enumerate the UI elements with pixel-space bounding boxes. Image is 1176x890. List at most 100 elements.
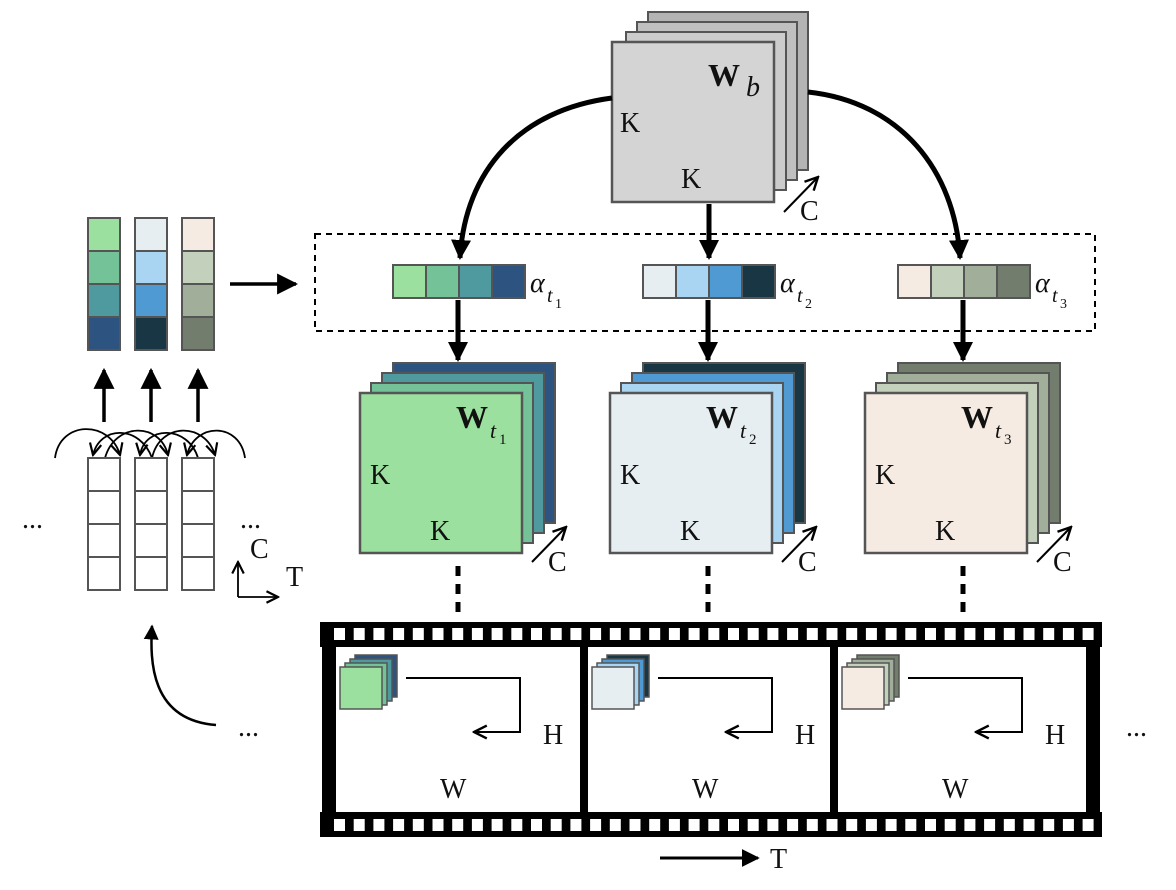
sprocket-hole <box>550 628 562 640</box>
sprocket-hole <box>747 819 759 831</box>
alpha-subscript: t <box>547 285 553 307</box>
sprocket-hole <box>728 628 739 640</box>
alpha-symbol: α <box>530 268 546 299</box>
base-kernel-k-bottom: K <box>681 164 701 195</box>
sprocket-hole <box>885 819 897 831</box>
alpha-cell <box>930 264 965 299</box>
kernel-k-left: K <box>370 460 390 491</box>
film-divider-right <box>1086 647 1100 812</box>
sprocket-hole <box>491 628 503 640</box>
kernel-subscript-index: 1 <box>499 432 507 448</box>
grid-cell <box>181 556 215 591</box>
sprocket-hole <box>491 819 503 831</box>
sprocket-hole <box>747 628 759 640</box>
frame-scan-arrow <box>406 677 521 732</box>
grid-cell <box>134 457 168 492</box>
kernel-c-arrow <box>531 527 566 563</box>
grid-cell <box>134 556 168 591</box>
video-to-grid-arrow <box>143 624 217 727</box>
sprocket-hole <box>471 819 483 831</box>
video-ellipsis-right: ... <box>1126 712 1147 743</box>
sprocket-hole <box>826 819 838 831</box>
alpha-subscript: t <box>797 285 803 307</box>
descriptor-cell <box>181 250 215 285</box>
alpha-subscript-index: 2 <box>805 297 812 312</box>
grid-cell <box>87 523 121 558</box>
base-kernel: W b K K C <box>610 11 819 227</box>
sprocket-hole <box>629 628 641 640</box>
sprocket-hole <box>668 819 680 831</box>
temporal-context-arrows <box>54 428 246 459</box>
alpha-group-box <box>314 233 1096 332</box>
sprocket-hole <box>1082 628 1094 640</box>
descriptor-cell <box>87 316 121 351</box>
sprocket-hole <box>570 819 582 831</box>
sprocket-hole <box>865 819 877 831</box>
alpha-cell <box>458 264 493 299</box>
sprocket-hole <box>393 628 405 640</box>
sprocket-hole <box>964 819 976 831</box>
sprocket-hole <box>885 628 897 640</box>
grid-cell <box>87 490 121 525</box>
sprocket-hole <box>767 628 779 640</box>
axis-c-label: C <box>250 534 269 565</box>
video-frame-2: HW <box>591 654 815 805</box>
kernel-c-arrow <box>1036 527 1071 563</box>
kernel-c-label: C <box>548 547 567 578</box>
sprocket-hole <box>334 819 345 831</box>
video-frame-1: HW <box>339 654 563 805</box>
sprocket-hole <box>806 628 818 640</box>
base-kernel-front <box>610 40 776 204</box>
grid-cell <box>134 490 168 525</box>
descriptor-cell <box>134 250 168 285</box>
film-divider-2 <box>830 647 838 812</box>
sprocket-hole <box>412 628 424 640</box>
grid-cell <box>181 457 215 492</box>
alpha-cell <box>708 264 743 299</box>
descriptor-cell <box>181 217 215 252</box>
alpha-symbol: α <box>780 268 796 299</box>
alpha-subscript-index: 3 <box>1060 297 1067 312</box>
sprocket-hole <box>1003 628 1015 640</box>
base-kernel-c-arrow <box>783 177 818 213</box>
frame-w-label: W <box>440 774 467 805</box>
sprocket-hole <box>806 819 818 831</box>
kernel-c-label: C <box>798 547 817 578</box>
sprocket-hole <box>984 628 996 640</box>
grid-cell <box>181 523 215 558</box>
sprocket-hole <box>590 819 602 831</box>
descriptor-cell <box>181 316 215 351</box>
sprocket-hole <box>964 628 976 640</box>
film-divider-1 <box>580 647 588 812</box>
video-ellipsis-left: ... <box>238 712 259 743</box>
sprocket-hole <box>1043 819 1055 831</box>
grid-cell <box>87 556 121 591</box>
sprocket-hole <box>452 628 464 640</box>
alpha-cell <box>741 264 776 299</box>
descriptor-column-3 <box>181 217 215 351</box>
kernel-subscript-index: 3 <box>1004 432 1012 448</box>
kernel-symbol: W <box>961 399 993 435</box>
time-axis-label: T <box>770 844 787 875</box>
alpha-cell <box>642 264 677 299</box>
frame-w-label: W <box>692 774 719 805</box>
sprocket-hole <box>609 819 621 831</box>
grid-cell <box>181 490 215 525</box>
descriptor-cell <box>134 217 168 252</box>
sprocket-hole <box>688 628 700 640</box>
frame-w-label: W <box>942 774 969 805</box>
kernel-k-bottom: K <box>430 516 450 547</box>
kernel-k-bottom: K <box>680 516 700 547</box>
base-to-alpha3-arrow <box>807 89 969 260</box>
sprocket-hole <box>668 628 680 640</box>
sprocket-hole <box>865 628 877 640</box>
sprocket-hole <box>1023 819 1035 831</box>
sprocket-hole <box>984 819 996 831</box>
kernel-front <box>608 391 774 555</box>
sprocket-hole <box>393 819 405 831</box>
sprocket-hole <box>1003 819 1015 831</box>
